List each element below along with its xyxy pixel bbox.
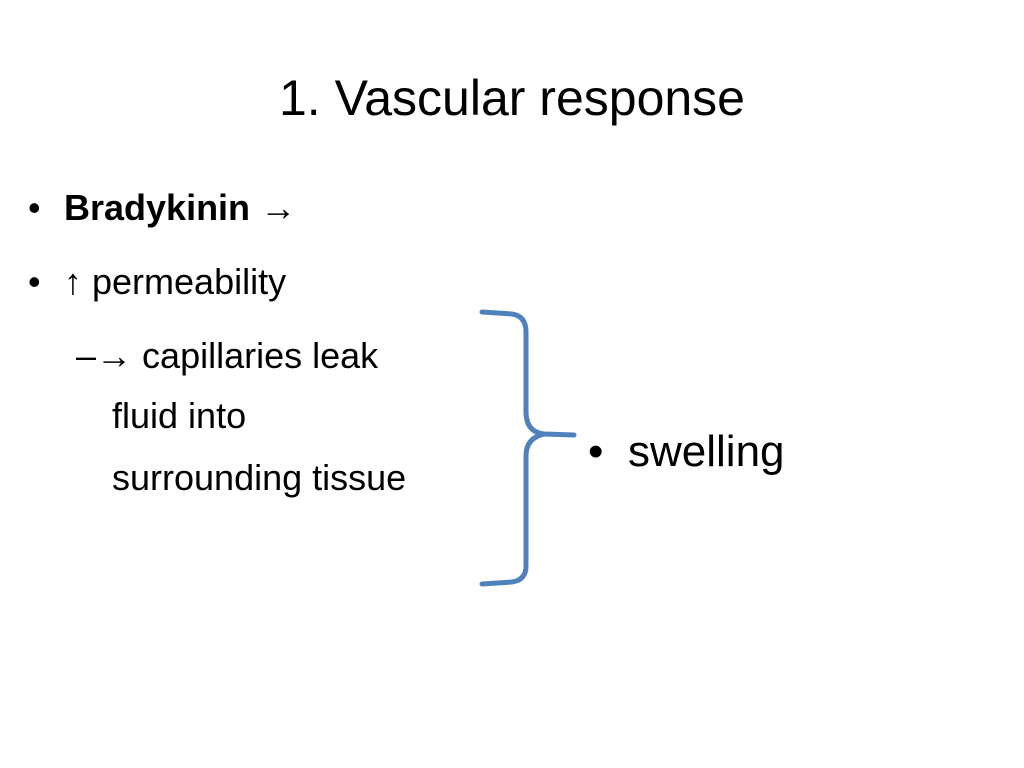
right-arrow-icon: → [96,335,133,376]
sub-bullet-line-3: surrounding tissue [112,457,407,498]
bradykinin-label: Bradykinin [64,187,251,228]
bullet-marker: • [588,427,604,476]
swelling-label: swelling [628,427,785,476]
bullet-permeability: • ↑ permeability [28,260,286,304]
sub-bullet-text-1: capillaries leak [142,335,379,376]
permeability-label: permeability [92,261,287,302]
up-arrow-icon: ↑ [64,261,82,302]
bullet-marker: • [28,261,41,302]
right-arrow-icon: → [260,187,297,228]
curly-brace-icon [479,309,577,587]
result-bullet-swelling: • swelling [588,424,785,480]
sub-bullet-line-1: –→ capillaries leak [76,326,378,386]
bullet-bradykinin: • Bradykinin → [28,186,296,230]
bullet-marker: • [28,187,41,228]
slide-title: 1. Vascular response [279,70,745,126]
dash-marker: – [76,335,97,376]
sub-bullet-line-2: fluid into [112,395,247,436]
